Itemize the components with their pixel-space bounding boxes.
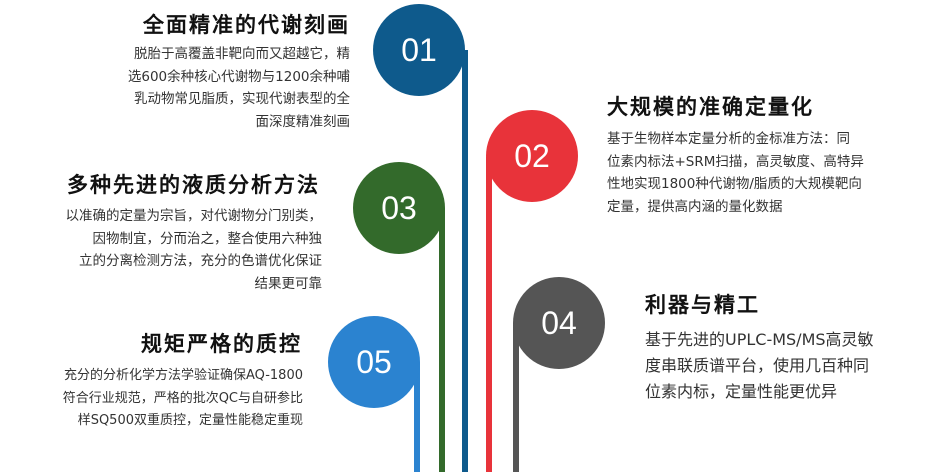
item-title-05: 规矩严格的质控 <box>141 332 302 356</box>
desc-line: 充分的分析化学方法学验证确保AQ-1800 <box>63 368 303 383</box>
desc-line: 以准确的定量为宗旨，对代谢物分门别类， <box>65 208 323 224</box>
item-title-02: 大规模的准确定量化 <box>607 95 814 119</box>
item-desc-05: 充分的分析化学方法学验证确保AQ-1800 符合行业规范，严格的批次QC与自研参… <box>63 365 303 433</box>
desc-line: 位素内标，定量性能更优异 <box>645 382 838 401</box>
step-badge-04: 04 <box>513 277 605 369</box>
desc-line: 性地实现1800种代谢物/脂质的大规模靶向 <box>607 176 862 192</box>
step-badge-02: 02 <box>486 110 578 202</box>
step-badge-01: 01 <box>373 4 465 96</box>
desc-line: 位素内标法+SRM扫描，高灵敏度、高特异 <box>607 153 864 170</box>
timeline-line-03 <box>439 208 445 472</box>
desc-line: 度串联质谱平台，使用几百种同 <box>645 356 870 375</box>
item-desc-03: 以准确的定量为宗旨，对代谢物分门别类， 因物制宜，分而治之，整合使用六种独 立的… <box>66 205 323 295</box>
desc-line: 基于生物样本定量分析的金标准方法：同 <box>607 131 850 147</box>
item-desc-04: 基于先进的UPLC-MS/MS高灵敏 度串联质谱平台，使用几百种同 位素内标，定… <box>645 327 874 405</box>
item-title-01: 全面精准的代谢刻画 <box>143 13 350 37</box>
step-badge-03: 03 <box>353 162 445 254</box>
timeline-line-04 <box>513 323 519 472</box>
timeline-line-01 <box>462 50 468 472</box>
desc-line: 定量，提供高内涵的量化数据 <box>607 198 783 215</box>
step-badge-05: 05 <box>328 316 420 408</box>
desc-line: 符合行业规范，严格的批次QC与自研参比 <box>62 390 303 406</box>
desc-line: 样SQ500双重质控，定量性能稳定重现 <box>77 413 303 428</box>
desc-line: 面深度精准刻画 <box>255 113 351 130</box>
timeline-line-05 <box>414 362 420 472</box>
desc-line: 结果更可靠 <box>254 275 323 292</box>
desc-line: 选600余种核心代谢物与1200余种哺 <box>127 68 350 85</box>
item-desc-02: 基于生物样本定量分析的金标准方法：同 位素内标法+SRM扫描，高灵敏度、高特异 … <box>607 128 864 218</box>
desc-line: 脱胎于高覆盖非靶向而又超越它，精 <box>134 46 350 62</box>
item-title-03: 多种先进的液质分析方法 <box>67 173 320 197</box>
desc-line: 基于先进的UPLC-MS/MS高灵敏 <box>645 330 874 349</box>
item-desc-01: 脱胎于高覆盖非靶向而又超越它，精 选600余种核心代谢物与1200余种哺 乳动物… <box>128 43 350 133</box>
desc-line: 乳动物常见脂质，实现代谢表型的全 <box>134 91 350 107</box>
desc-line: 立的分离检测方法，充分的色谱优化保证 <box>79 253 322 269</box>
item-title-04: 利器与精工 <box>645 293 760 317</box>
desc-line: 因物制宜，分而治之，整合使用六种独 <box>92 230 323 247</box>
timeline-line-02 <box>486 157 492 472</box>
